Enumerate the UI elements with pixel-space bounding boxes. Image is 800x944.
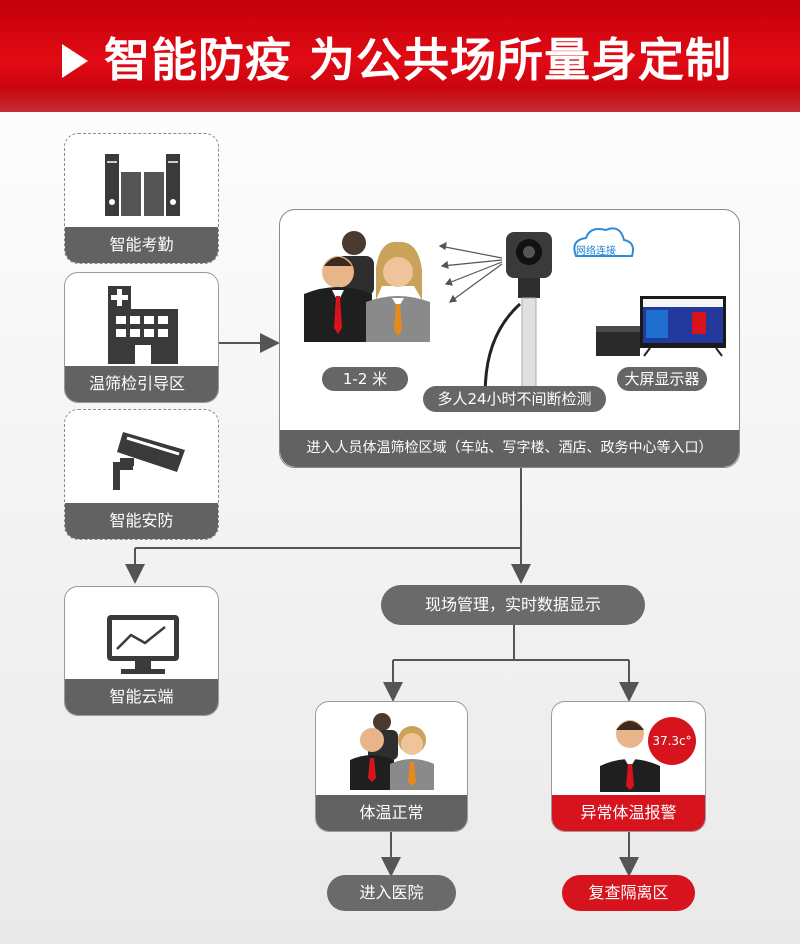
large-screen-display-icon [596,296,726,357]
people-group-icon [304,231,430,342]
page-title: 智能防疫 为公共场所量身定制 [104,33,733,87]
thermal-camera-icon [483,232,552,411]
management-pill: 现场管理，实时数据显示 [381,585,645,625]
display-pill: 大屏显示器 [617,367,707,391]
detection-rays [438,241,503,303]
screening-illustration [304,227,726,411]
normal-temperature-card: 体温正常 [315,701,468,832]
detection-pill: 多人24小时不间断检测 [423,386,606,412]
cloud-card: 智能云端 [64,586,219,716]
quarantine-pill: 复查隔离区 [562,875,695,911]
monitor-chart-icon [107,615,179,674]
network-connection-label: 网络连接 [576,246,616,257]
cloud-label: 智能云端 [65,679,218,715]
screening-area-panel: 网络连接 1-2 米 多人24小时不间断检测 大屏显示器 进入人员体温筛检区域（… [279,209,740,468]
attendance-label: 智能考勤 [65,227,218,263]
people-group-small-icon [350,713,434,790]
abnormal-temperature-label: 异常体温报警 [552,795,705,831]
cctv-camera-icon [113,432,185,490]
security-card: 智能安防 [64,409,219,540]
security-label: 智能安防 [65,503,218,539]
attendance-card: 智能考勤 [64,133,219,264]
hospital-building-icon [108,286,178,364]
person-alert-icon [600,720,660,792]
enter-hospital-pill: 进入医院 [327,875,456,911]
guide-area-label: 温筛检引导区 [65,366,218,402]
turnstile-icon [105,154,180,216]
normal-temperature-label: 体温正常 [316,795,467,831]
network-cloud-icon [573,227,634,257]
temperature-badge: 37.3c° [648,717,696,765]
guide-area-card: 温筛检引导区 [64,272,219,403]
play-arrow-icon [62,44,88,78]
header-banner: 智能防疫 为公共场所量身定制 [0,0,800,112]
distance-pill: 1-2 米 [322,367,408,391]
screening-area-entry-label: 进入人员体温筛检区域（车站、写字楼、酒店、政务中心等入口） [280,430,739,467]
